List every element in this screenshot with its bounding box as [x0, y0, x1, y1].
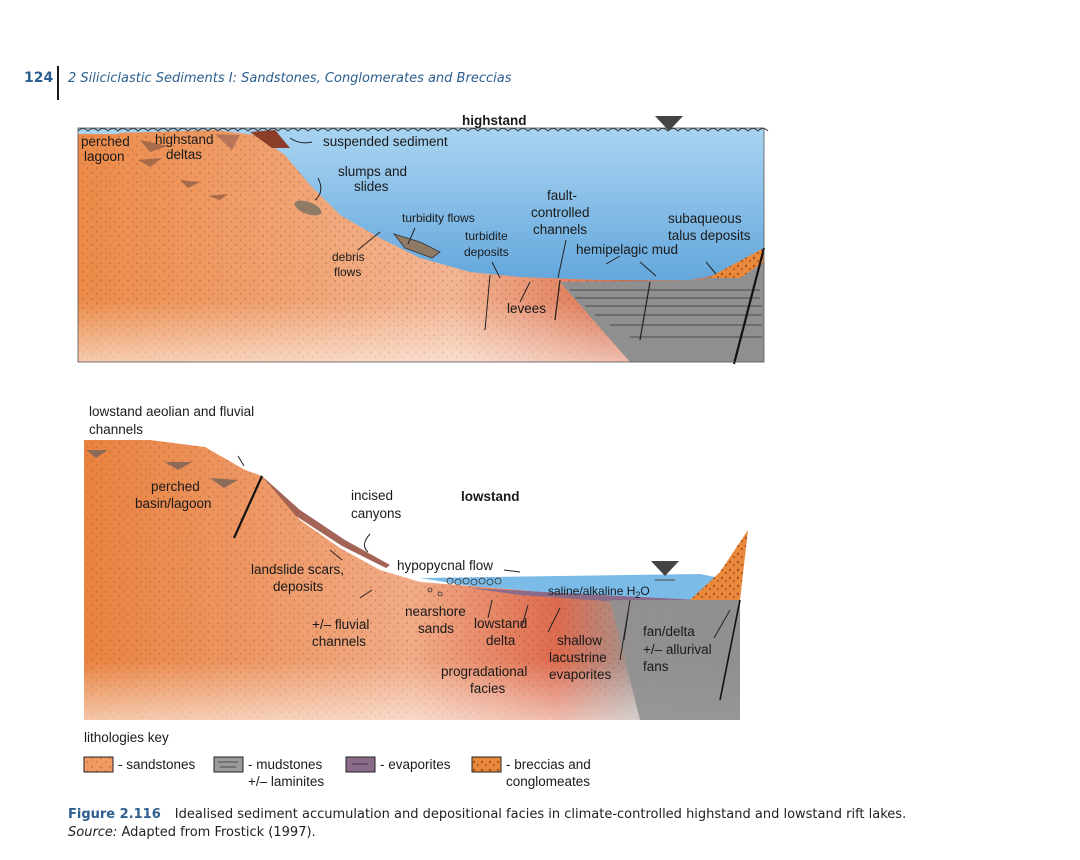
- label-levees: levees: [507, 301, 546, 316]
- label-fault-3: channels: [533, 222, 587, 237]
- key-sandstones: - sandstones: [118, 757, 196, 772]
- label-fluvial-2: channels: [312, 634, 366, 649]
- label-fan-delta-2: +/– allurival: [643, 642, 712, 657]
- lowstand-water-level-icon: [651, 561, 679, 576]
- label-fan-delta-3: fans: [643, 659, 669, 674]
- label-slumps-1: slumps and: [338, 164, 407, 179]
- key-evaporites: - evaporites: [380, 757, 451, 772]
- caption-label: Figure 2.116: [68, 807, 161, 822]
- label-aeolian-2: channels: [89, 422, 143, 437]
- key-breccia-swatch: [471, 756, 502, 773]
- figure-diagram: highstand perched lagoon highstand delta…: [77, 113, 769, 789]
- label-debris-1: debris: [332, 250, 365, 264]
- highstand-wave-line: [77, 128, 769, 132]
- highstand-panel: highstand perched lagoon highstand delta…: [77, 113, 769, 365]
- key-breccias-2: conglomeates: [506, 774, 590, 789]
- label-fault-1: fault-: [547, 188, 577, 203]
- highstand-title: highstand: [462, 113, 527, 128]
- key-mudstones-2: +/– laminites: [248, 774, 324, 789]
- label-perched-basin-1: perched: [151, 479, 200, 494]
- label-landslide-2: deposits: [273, 579, 324, 594]
- label-fluvial-1: +/– fluvial: [312, 617, 369, 632]
- label-perched-basin-2: basin/lagoon: [135, 496, 212, 511]
- label-hemipelagic: hemipelagic mud: [576, 242, 678, 257]
- header-divider: [57, 66, 59, 100]
- water-level-marker-icon: [655, 116, 683, 131]
- label-fan-delta-1: fan/delta: [643, 624, 695, 639]
- lowstand-breccia-fan: [690, 530, 748, 600]
- lithologies-key: lithologies key - sandstones - mudstones…: [83, 730, 591, 789]
- label-saline: saline/alkaline H2O: [548, 584, 650, 600]
- label-highstand-deltas-1: highstand: [155, 132, 214, 147]
- label-perched-lagoon-2: lagoon: [84, 149, 125, 164]
- label-landslide-1: landslide scars,: [251, 562, 344, 577]
- key-mudstones-1: - mudstones: [248, 757, 323, 772]
- page-number: 124: [24, 70, 54, 86]
- label-nearshore-1: nearshore: [405, 604, 466, 619]
- label-turbidity-flows: turbidity flows: [402, 211, 475, 225]
- label-suspended-sediment: suspended sediment: [323, 134, 448, 149]
- caption-source-label: Source:: [68, 825, 118, 840]
- label-incised-2: canyons: [351, 506, 402, 521]
- label-subaqueous-2: talus deposits: [668, 228, 751, 243]
- caption-text: Idealised sediment accumulation and depo…: [174, 807, 907, 822]
- caption-source-text: Adapted from Frostick (1997).: [121, 825, 316, 840]
- label-lowstand-delta-1: lowstand: [474, 616, 527, 631]
- label-nearshore-2: sands: [418, 621, 454, 636]
- lowstand-panel: lowstand aeolian and fluvial channels pe…: [84, 404, 748, 720]
- label-hypopycnal: hypopycnal flow: [397, 558, 493, 573]
- label-incised-1: incised: [351, 488, 393, 503]
- lowstand-title: lowstand: [461, 489, 520, 504]
- label-lowstand-delta-2: delta: [486, 633, 516, 648]
- label-highstand-deltas-2: deltas: [166, 147, 202, 162]
- label-progradational-1: progradational: [441, 664, 527, 679]
- label-subaqueous-1: subaqueous: [668, 211, 742, 226]
- label-debris-2: flows: [334, 265, 361, 279]
- highstand-talus: [708, 248, 764, 278]
- key-evaporite-swatch: [345, 756, 376, 773]
- label-shallow-1: shallow: [557, 633, 602, 648]
- label-turbidite-1: turbidite: [465, 229, 508, 243]
- label-shallow-2: lacustrine: [549, 650, 607, 665]
- key-title: lithologies key: [84, 730, 169, 745]
- key-mudstone-swatch: [213, 756, 244, 773]
- label-shallow-3: evaporites: [549, 667, 612, 682]
- chapter-title: 2 Siliciclastic Sediments I: Sandstones,…: [68, 71, 512, 86]
- figure-caption: Figure 2.116 Idealised sediment accumulat…: [68, 806, 1058, 842]
- label-fault-2: controlled: [531, 205, 590, 220]
- label-progradational-2: facies: [470, 681, 506, 696]
- label-perched-lagoon-1: perched: [81, 134, 130, 149]
- label-turbidite-2: deposits: [464, 245, 509, 259]
- label-aeolian-1: lowstand aeolian and fluvial: [89, 404, 254, 419]
- key-breccias-1: - breccias and: [506, 757, 591, 772]
- label-slumps-2: slides: [354, 179, 389, 194]
